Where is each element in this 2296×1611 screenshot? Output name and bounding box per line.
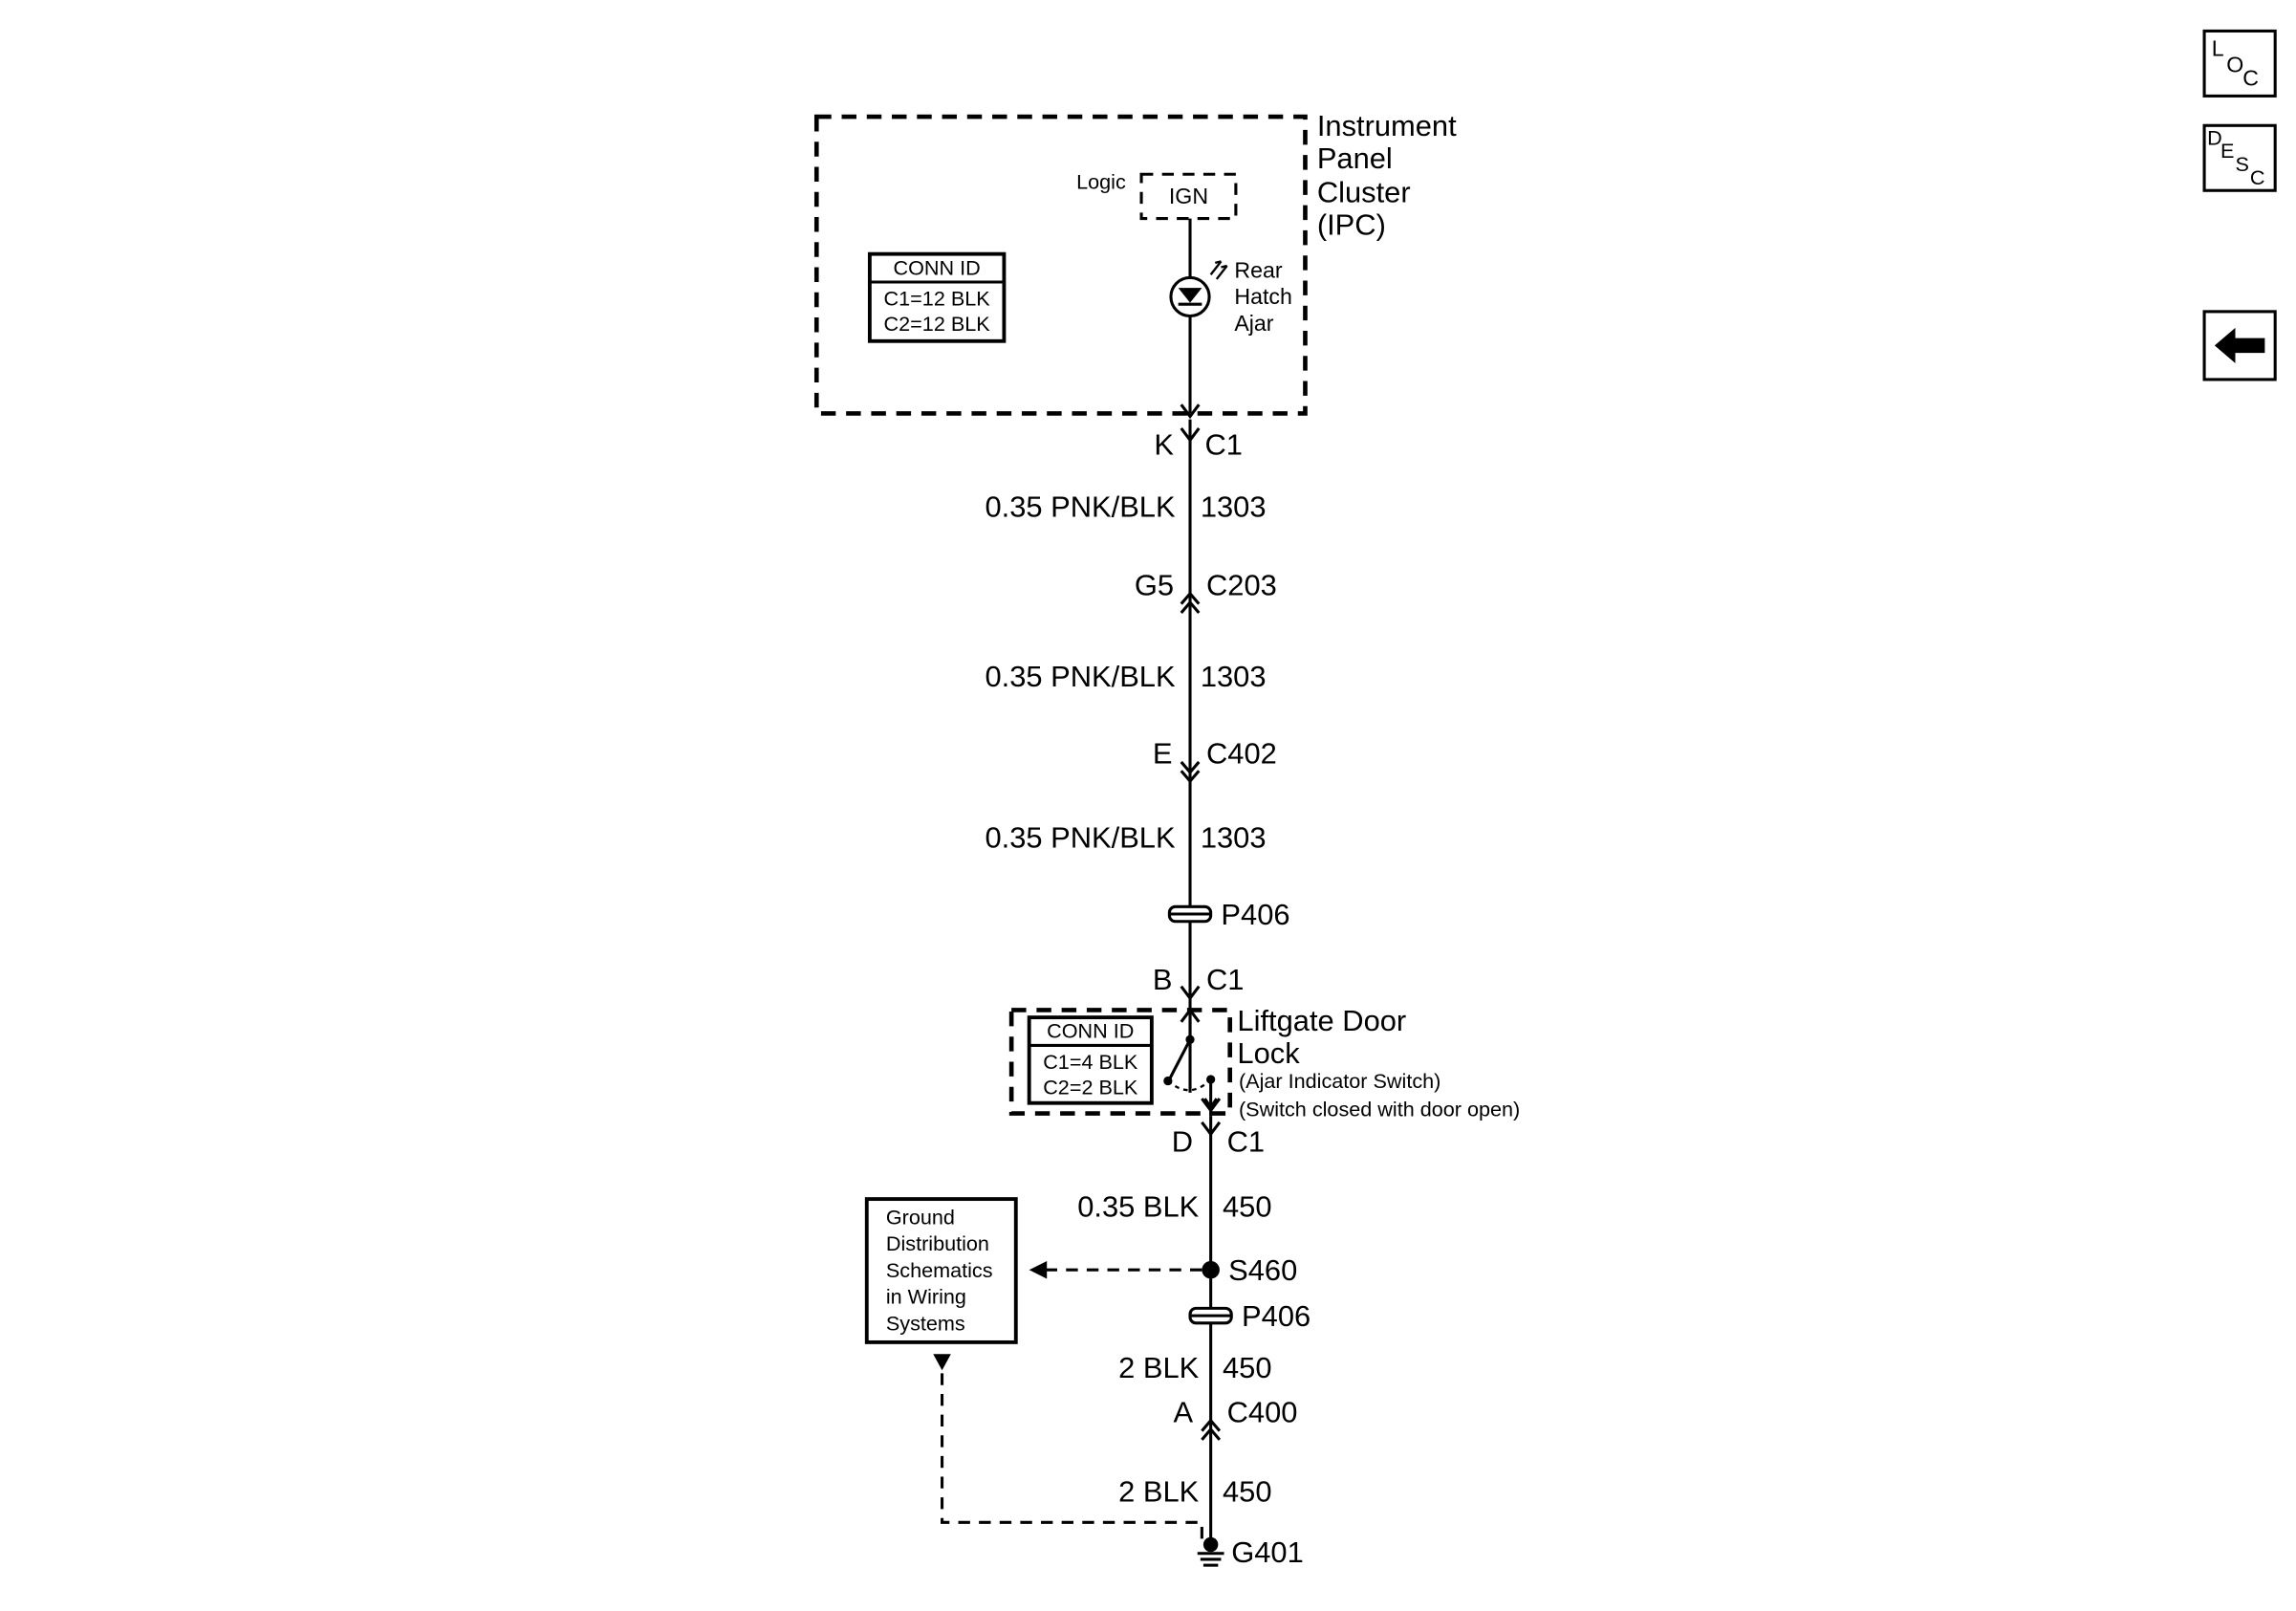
- switch-desc-line2: (Switch closed with door open): [1239, 1098, 1520, 1121]
- switch-conn-id-box: CONN ID C1=4 BLK C2=2 BLK: [1027, 1015, 1154, 1105]
- pin-b-label: B: [1153, 963, 1173, 996]
- ipc-name-line1: Instrument: [1317, 109, 1457, 142]
- wire-gauge-color: 2 BLK: [1118, 1475, 1200, 1509]
- switch-conn-id-row: C2=2 BLK: [1043, 1075, 1138, 1099]
- circuit-labels: K C1 0.35 PNK/BLK 1303 G5 C203 0.35 PNK/…: [985, 428, 1310, 1569]
- lamp-label-line1: Rear: [1234, 257, 1282, 282]
- arrow-left-icon: [1029, 1260, 1048, 1279]
- wire-gauge-color: 2 BLK: [1118, 1351, 1200, 1384]
- wire-circuit-number: 1303: [1201, 821, 1267, 855]
- back-arrow-icon: [2214, 327, 2265, 363]
- ground-distribution-ref[interactable]: Ground Distribution Schematics in Wiring…: [864, 1197, 1018, 1344]
- ipc-boundary: [813, 114, 1308, 416]
- svg-text:L: L: [2212, 36, 2224, 61]
- pin-a-label: A: [1174, 1395, 1194, 1428]
- p406-upper-label: P406: [1221, 898, 1289, 931]
- switch-boundary: [1008, 1008, 1233, 1116]
- ipc-name-line2: Panel: [1317, 142, 1393, 175]
- switch-name-line1: Liftgate Door: [1237, 1004, 1406, 1037]
- pin-e-label: E: [1153, 736, 1173, 770]
- ground-icon: [1197, 1536, 1224, 1567]
- switch-desc-line1: (Ajar Indicator Switch): [1239, 1069, 1440, 1093]
- conn-c400-label: C400: [1227, 1395, 1298, 1428]
- wire-gauge-color: 0.35 PNK/BLK: [985, 821, 1175, 855]
- switch-conn-id-title: CONN ID: [1047, 1019, 1134, 1043]
- svg-text:S: S: [2235, 152, 2248, 176]
- ipc-conn-id-box: CONN ID C1=12 BLK C2=12 BLK: [867, 251, 1007, 343]
- wire-circuit-number: 450: [1223, 1190, 1272, 1224]
- svg-text:C: C: [2242, 66, 2259, 91]
- switch-name-line2: Lock: [1237, 1036, 1300, 1070]
- ipc-name-line4: (IPC): [1317, 208, 1386, 242]
- pin-k-label: K: [1154, 428, 1174, 462]
- ipc-conn-id-row: C1=12 BLK: [884, 287, 991, 311]
- svg-text:D: D: [2207, 125, 2222, 149]
- logic-label: Logic: [1076, 170, 1126, 194]
- ipc-name-line3: Cluster: [1317, 176, 1411, 209]
- splice-s460-dot: [1202, 1260, 1220, 1279]
- connector-c1-ipc: [1180, 403, 1201, 443]
- passthrough-p406-lower: [1188, 1306, 1233, 1325]
- wire-gauge-color: 0.35 PNK/BLK: [985, 660, 1175, 693]
- ground-ref-line: in Wiring: [886, 1285, 966, 1309]
- wire-path: [1188, 218, 1213, 1543]
- svg-text:E: E: [2220, 139, 2234, 163]
- desc-button[interactable]: D E S C: [2202, 123, 2277, 192]
- wire-circuit-number: 450: [1223, 1475, 1272, 1509]
- ground-ref-line: Systems: [886, 1312, 965, 1336]
- connector-c400: [1201, 1418, 1222, 1441]
- passthrough-p406-upper: [1167, 904, 1213, 924]
- svg-text:C: C: [2250, 165, 2265, 189]
- ipc-conn-id-row: C2=12 BLK: [884, 312, 991, 336]
- conn-c1-label: C1: [1227, 1125, 1265, 1159]
- lamp-label-line3: Ajar: [1234, 311, 1273, 336]
- switch-contact-icon: [1163, 1034, 1219, 1111]
- arrow-down-icon: [933, 1354, 951, 1371]
- switch-conn-id-row: C1=4 BLK: [1043, 1050, 1138, 1074]
- ground-ref-line: Distribution: [886, 1231, 989, 1255]
- p406-lower-label: P406: [1242, 1299, 1310, 1333]
- wire-gauge-color: 0.35 PNK/BLK: [985, 490, 1175, 524]
- ground-ref-leaders: [933, 1260, 1203, 1539]
- connector-c1-switch-out: [1201, 1098, 1222, 1137]
- ign-label: IGN: [1169, 184, 1208, 208]
- conn-c1-label: C1: [1206, 963, 1244, 996]
- splice-s460-label: S460: [1228, 1253, 1297, 1287]
- svg-text:O: O: [2226, 53, 2243, 77]
- wire-circuit-number: 450: [1223, 1351, 1272, 1384]
- connector-c203: [1180, 591, 1201, 614]
- wire-circuit-number: 1303: [1201, 660, 1267, 693]
- wire-circuit-number: 1303: [1201, 490, 1267, 524]
- conn-c1-label: C1: [1204, 428, 1242, 462]
- led-indicator-icon: [1169, 260, 1228, 318]
- back-button[interactable]: [2202, 310, 2277, 381]
- conn-c203-label: C203: [1206, 568, 1277, 601]
- wire-gauge-color: 0.35 BLK: [1077, 1190, 1199, 1224]
- lamp-label-line2: Hatch: [1234, 284, 1292, 309]
- ipc-module: Instrument Panel Cluster (IPC) CONN ID C…: [813, 109, 1457, 416]
- liftgate-switch: CONN ID C1=4 BLK C2=2 BLK Liftgate Door …: [1008, 1004, 1520, 1121]
- pin-g5-label: G5: [1135, 568, 1174, 601]
- ground-g401-label: G401: [1231, 1535, 1304, 1569]
- ground-ref-line: Schematics: [886, 1258, 993, 1282]
- pin-d-label: D: [1172, 1125, 1193, 1159]
- conn-c402-label: C402: [1206, 736, 1277, 770]
- connector-c402: [1180, 760, 1201, 784]
- ipc-conn-id-title: CONN ID: [894, 255, 981, 279]
- loc-button[interactable]: L O C: [2202, 29, 2277, 98]
- ground-ref-line: Ground: [886, 1205, 955, 1229]
